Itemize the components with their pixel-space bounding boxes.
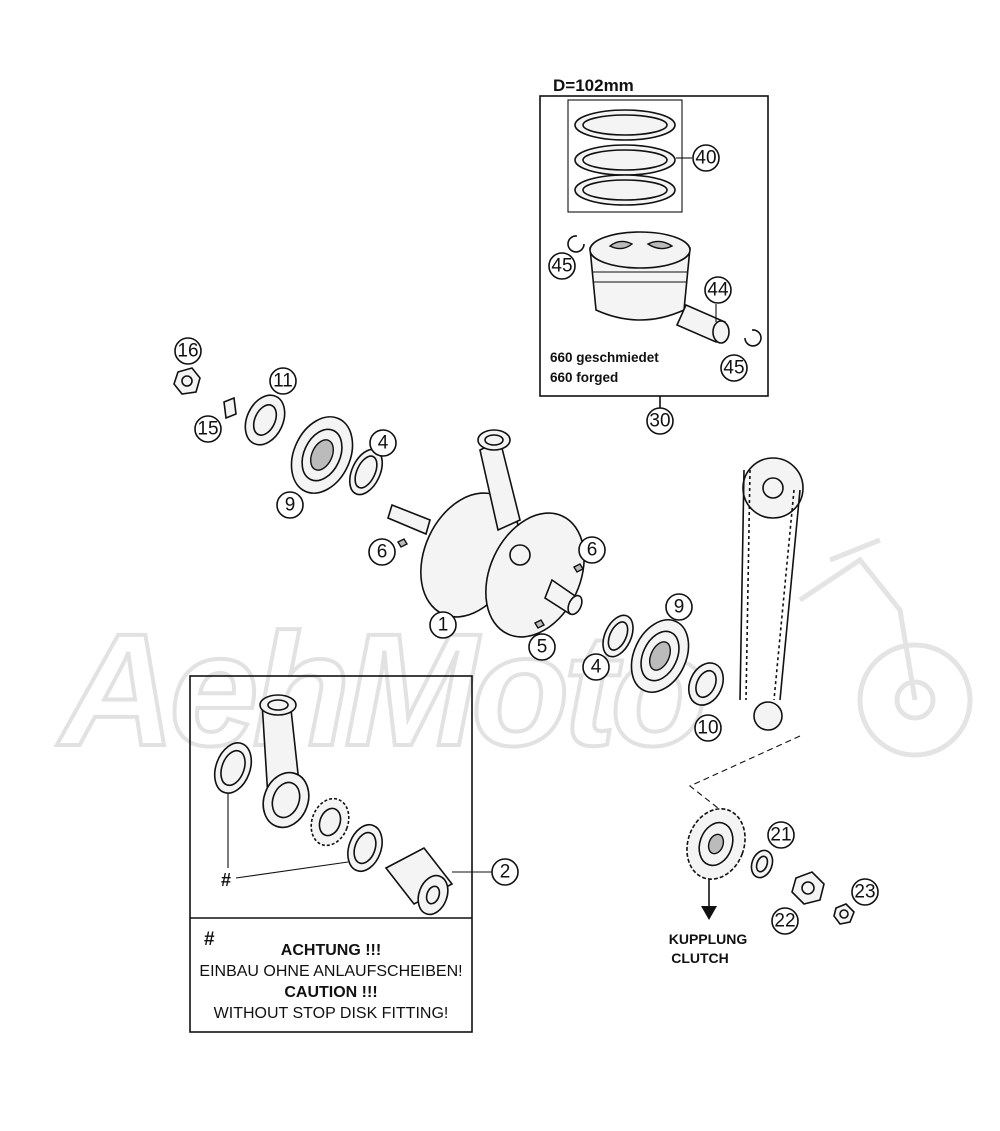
warning-title-en: CAUTION !!! (284, 984, 377, 1001)
svg-text:16: 16 (177, 341, 198, 362)
warning-text-de: EINBAU OHNE ANLAUFSCHEIBEN! (199, 963, 462, 980)
callout-21: 21 (767, 821, 795, 849)
svg-text:6: 6 (377, 542, 388, 563)
shaft-seal-10 (687, 662, 725, 706)
callout-9-left: 9 (276, 491, 304, 519)
callout-10: 10 (694, 714, 722, 742)
washer-21 (750, 849, 774, 879)
key-5 (534, 619, 545, 629)
callout-16: 16 (174, 337, 202, 365)
callout-9-right: 9 (665, 593, 693, 621)
piston-material-en: 660 forged (550, 370, 618, 385)
watermark-motorcycle-icon (798, 537, 973, 758)
circlip-icon (567, 235, 762, 347)
warning-note: # ACHTUNG !!! EINBAU OHNE ANLAUFSCHEIBEN… (199, 929, 462, 1022)
svg-text:10: 10 (697, 718, 718, 739)
shaft-seal-11 (244, 394, 286, 446)
callout-45-left: 45 (548, 252, 576, 280)
nut-22 (791, 871, 825, 905)
callout-6-right: 6 (578, 536, 606, 564)
svg-text:22: 22 (774, 911, 795, 932)
woodruff-key-6-left (397, 538, 408, 548)
ball-bearing-9-left (290, 416, 354, 494)
nut-23 (833, 903, 855, 925)
primary-gear-drawing (686, 808, 746, 880)
svg-text:45: 45 (551, 256, 572, 277)
stop-disk-marker: # (221, 870, 231, 890)
piston-kit-box: D=102mm 660 geschmiedet (539, 76, 769, 408)
needle-bearing-drawing (310, 797, 350, 847)
woodruff-key-6-right (573, 563, 584, 573)
svg-text:9: 9 (285, 495, 296, 516)
piston-drawing (589, 231, 691, 321)
piston-rings-drawing (574, 109, 676, 206)
shim-4-left (348, 448, 384, 496)
piston-material-de: 660 geschmiedet (550, 350, 659, 365)
clutch-label-en: CLUTCH (671, 950, 729, 966)
callout-23: 23 (851, 878, 879, 906)
svg-text:9: 9 (674, 597, 685, 618)
svg-text:40: 40 (695, 148, 716, 169)
svg-text:15: 15 (197, 419, 218, 440)
gear-leader-line (688, 735, 801, 817)
callout-40: 40 (692, 144, 720, 172)
svg-text:4: 4 (378, 433, 389, 454)
warning-title-de: ACHTUNG !!! (281, 942, 381, 959)
nut-16 (173, 367, 201, 395)
piston-rings-frame (567, 99, 683, 213)
connecting-rod-kit-box: # # ACHTUNG !!! EINBAU OHNE ANLAUFSCHEIB… (189, 675, 492, 1033)
crank-pin-drawing (384, 846, 454, 916)
stop-disk-upper (213, 742, 253, 794)
warning-marker: # (204, 929, 215, 950)
piston-pin-drawing (675, 303, 730, 344)
callout-4-right: 4 (582, 653, 610, 681)
shim-4-right (602, 614, 634, 658)
callout-15: 15 (194, 415, 222, 443)
ball-bearing-9-right (630, 619, 690, 693)
svg-text:1: 1 (438, 615, 449, 636)
watermark-text: AehMoto (56, 600, 704, 779)
svg-text:45: 45 (723, 358, 744, 379)
callout-22: 22 (771, 907, 799, 935)
callout-44: 44 (704, 276, 732, 304)
svg-text:4: 4 (591, 657, 602, 678)
clutch-label-de: KUPPLUNG (669, 931, 748, 947)
svg-text:30: 30 (649, 411, 670, 432)
piston-kit-frame (539, 95, 769, 397)
svg-text:2: 2 (500, 862, 511, 883)
warning-text-en: WITHOUT STOP DISK FITTING! (214, 1005, 449, 1022)
callout-5: 5 (528, 633, 556, 661)
svg-text:11: 11 (273, 371, 293, 392)
callout-4-left: 4 (369, 429, 397, 457)
svg-text:21: 21 (770, 825, 791, 846)
svg-text:6: 6 (587, 540, 598, 561)
stop-disk-lower (347, 823, 383, 873)
callout-45-right: 45 (720, 354, 748, 382)
clutch-arrow-icon (701, 906, 717, 920)
callout-1: 1 (429, 611, 457, 639)
callout-11: 11 (269, 367, 297, 395)
callout-6-left: 6 (368, 538, 396, 566)
crankshaft-1 (387, 429, 585, 638)
stop-disk-leader-lower (235, 861, 349, 879)
conrod-kit-frame (189, 675, 473, 1033)
bore-diameter-label: D=102mm (553, 76, 634, 95)
svg-text:44: 44 (707, 280, 729, 301)
lock-washer-15 (223, 396, 237, 420)
callout-2: 2 (491, 858, 519, 886)
timing-chain-drawing (739, 457, 804, 731)
connecting-rod-drawing (259, 694, 310, 829)
svg-text:5: 5 (537, 637, 548, 658)
callout-30: 30 (646, 407, 674, 435)
svg-text:23: 23 (854, 882, 875, 903)
